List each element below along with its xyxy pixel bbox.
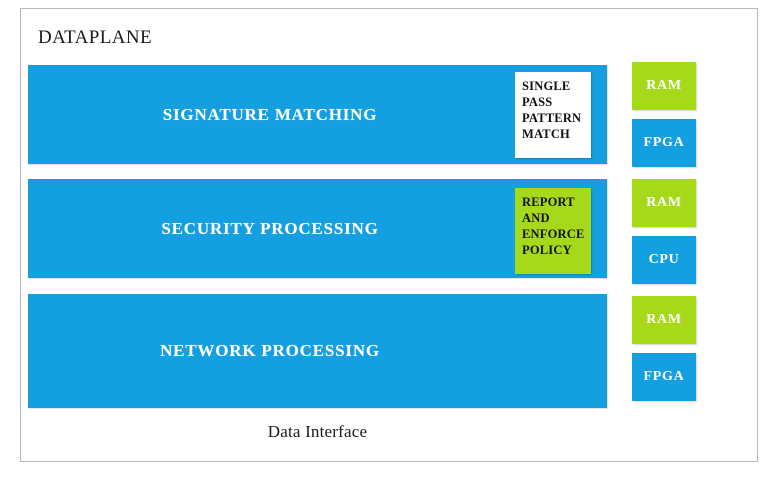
stage-block-security-processing[interactable]: SECURITY PROCESSING REPORT AND ENFORCE P… [28, 179, 607, 278]
hardware-label: RAM [646, 195, 682, 210]
stage-label-signature-matching: SIGNATURE MATCHING [162, 104, 378, 124]
hardware-box-fpga-2[interactable]: FPGA [632, 353, 696, 401]
hardware-label: RAM [646, 78, 682, 93]
note-line: AND [522, 211, 550, 225]
hardware-box-cpu-1[interactable]: CPU [632, 236, 696, 284]
note-line: SINGLE [522, 79, 571, 93]
note-report-and-enforce-policy[interactable]: REPORT AND ENFORCE POLICY [515, 188, 591, 274]
hardware-box-fpga-1[interactable]: FPGA [632, 119, 696, 167]
data-interface-label: Data Interface [267, 422, 368, 441]
note-line: PATTERN [522, 111, 582, 125]
note-line: ENFORCE [522, 227, 585, 241]
hardware-label: CPU [648, 252, 680, 267]
stage-label-network-processing: NETWORK PROCESSING [160, 341, 380, 360]
stage-label-security-processing: SECURITY PROCESSING [161, 218, 379, 238]
note-line: REPORT [522, 195, 575, 209]
note-line: POLICY [522, 243, 572, 257]
hardware-box-ram-3[interactable]: RAM [632, 296, 696, 344]
stage-block-signature-matching[interactable]: SIGNATURE MATCHING SINGLE PASS PATTERN M… [28, 65, 607, 164]
hardware-label: RAM [646, 312, 682, 327]
note-line: PASS [522, 95, 553, 109]
note-line: MATCH [522, 127, 570, 141]
hardware-label: FPGA [643, 135, 685, 150]
hardware-box-ram-2[interactable]: RAM [632, 179, 696, 227]
note-single-pass-pattern-match[interactable]: SINGLE PASS PATTERN MATCH [515, 72, 591, 158]
dataplane-title: DATAPLANE [38, 27, 152, 48]
hardware-label: FPGA [643, 369, 685, 384]
stage-block-network-processing[interactable]: NETWORK PROCESSING [28, 294, 607, 408]
hardware-box-ram-1[interactable]: RAM [632, 62, 696, 110]
